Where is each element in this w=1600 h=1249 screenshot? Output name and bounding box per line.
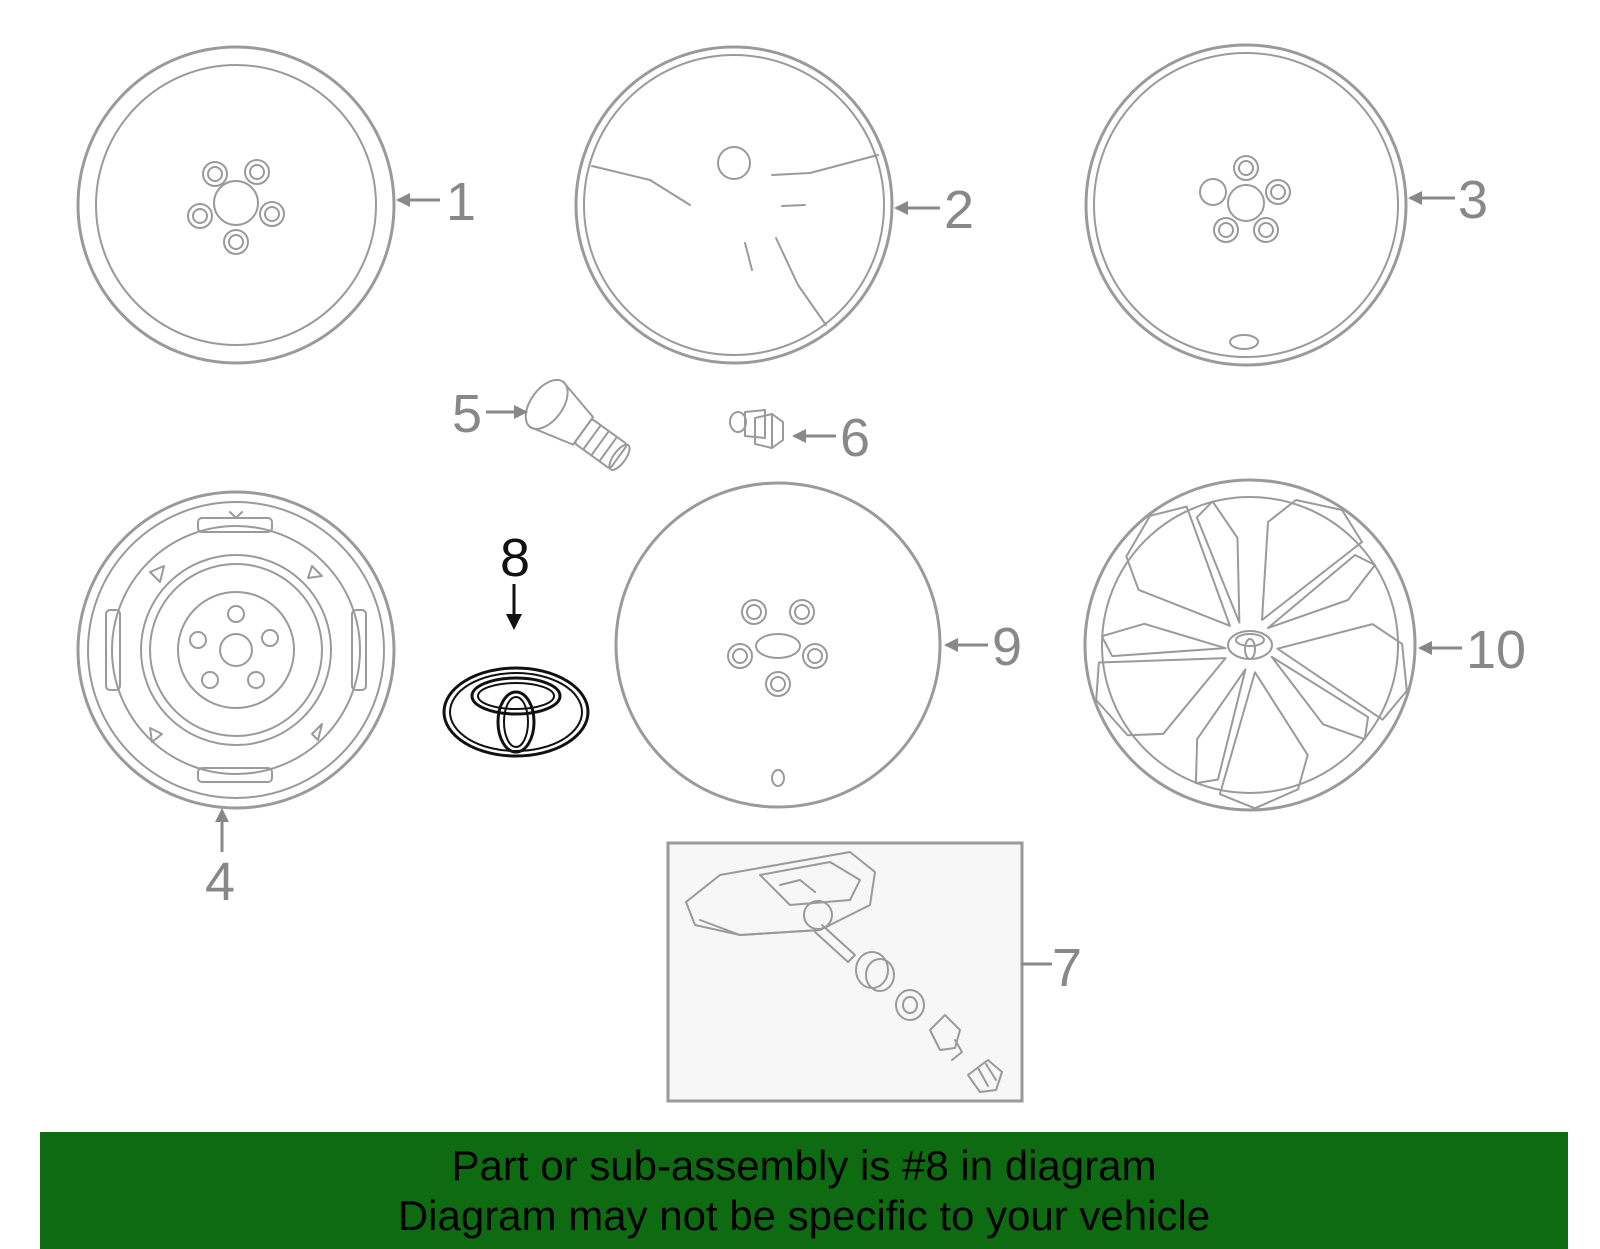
callout-5-label: 5 [452, 384, 482, 444]
callout-5: 5 [452, 384, 528, 444]
part-1-wheel[interactable] [76, 45, 396, 365]
banner-line-2: Diagram may not be specific to your vehi… [397, 1191, 1211, 1239]
part-6-lug-nut[interactable] [729, 409, 784, 449]
callout-6-label: 6 [840, 408, 870, 468]
info-banner: Part or sub-assembly is #8 in diagram Di… [40, 1132, 1568, 1249]
part-8-emblem[interactable] [442, 666, 590, 758]
callout-2-label: 2 [944, 180, 974, 240]
part-4-steel-wheel[interactable] [76, 490, 396, 810]
parts-diagram: 1 2 3 [76, 43, 1526, 1103]
callout-8-label: 8 [500, 528, 530, 588]
banner-line-1: Part or sub-assembly is #8 in diagram [451, 1141, 1157, 1189]
callout-6: 6 [792, 408, 870, 468]
callout-7-label: 7 [1052, 938, 1082, 998]
callout-1-label: 1 [446, 172, 476, 232]
callout-4-label: 4 [205, 852, 235, 912]
callout-9: 9 [944, 617, 1022, 677]
callout-4: 4 [205, 808, 235, 912]
callout-2: 2 [894, 180, 974, 240]
part-5-valve-stem[interactable] [517, 372, 641, 483]
part-10-wheel-cap[interactable] [1062, 478, 1428, 837]
callout-8: 8 [500, 528, 530, 630]
part-9-wheel[interactable] [614, 481, 942, 809]
part-2-wheel-cover[interactable] [574, 45, 894, 365]
callout-9-label: 9 [992, 617, 1022, 677]
callout-3-label: 3 [1458, 170, 1488, 230]
callout-10-label: 10 [1466, 620, 1526, 680]
callout-7: 7 [1022, 938, 1082, 998]
callout-10: 10 [1418, 620, 1526, 680]
callout-1: 1 [396, 172, 476, 232]
part-7-tpms-sensor-kit[interactable] [666, 841, 1024, 1103]
part-3-wheel[interactable] [1084, 43, 1408, 367]
callout-3: 3 [1408, 170, 1488, 230]
